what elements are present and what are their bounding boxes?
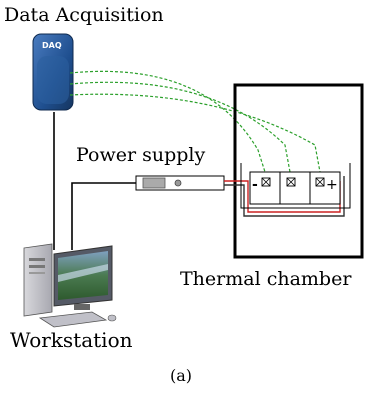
signal-wire-3: [69, 93, 321, 173]
daq-device: DAQ: [32, 33, 74, 111]
data-acquisition-label: Data Acquisition: [4, 4, 164, 26]
computer-tower: [23, 243, 53, 317]
power-lead-negative: [224, 176, 345, 217]
power-supply: [135, 175, 225, 191]
thermal-chamber-label: Thermal chamber: [180, 268, 352, 290]
daq-badge: DAQ: [42, 41, 62, 50]
psu-knob: [174, 179, 182, 187]
psu-workstation-cable: [71, 182, 136, 250]
psu-display: [142, 177, 166, 189]
signal-wires: [69, 70, 321, 173]
workstation-label: Workstation: [10, 328, 133, 352]
mouse: [107, 314, 117, 322]
signal-wire-1: [69, 70, 266, 173]
battery-positive-terminal: +: [326, 177, 338, 193]
thermal-chamber: [233, 83, 364, 259]
workstation-computer: [23, 243, 117, 328]
battery-cell-3: [309, 171, 341, 205]
keyboard: [38, 311, 108, 328]
battery-cell-2: [279, 171, 311, 205]
power-supply-label: Power supply: [76, 144, 206, 166]
battery-negative-terminal: -: [252, 177, 258, 193]
signal-wire-2: [69, 81, 291, 173]
battery-pack: - +: [240, 163, 351, 209]
figure-caption: (a): [170, 366, 193, 385]
